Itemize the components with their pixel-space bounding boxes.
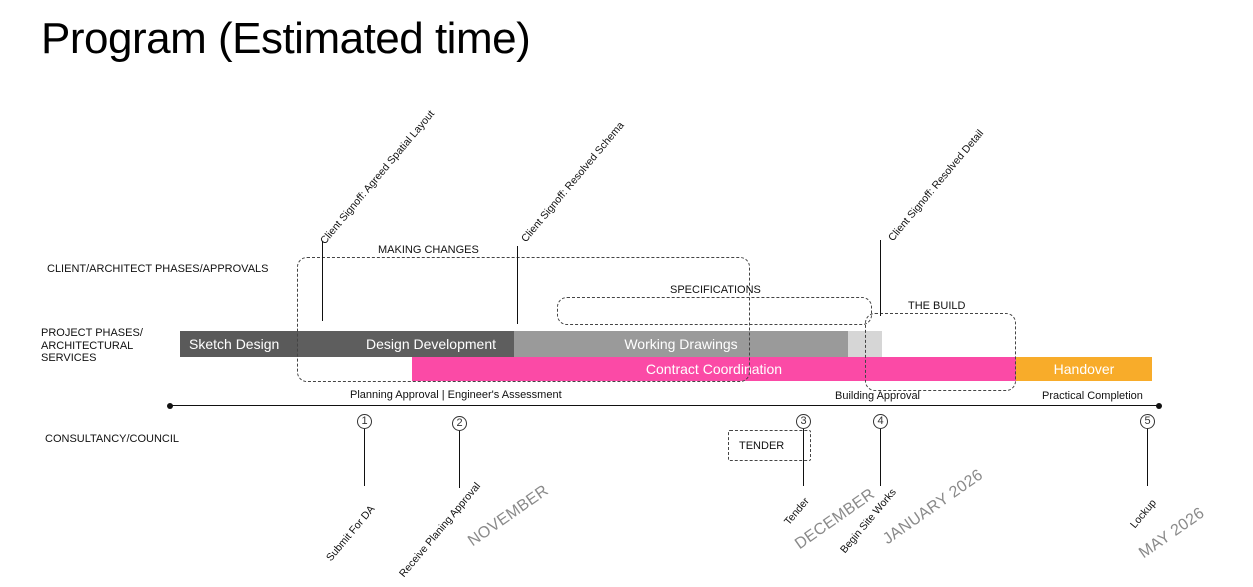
- signoff-line-1: [322, 241, 323, 321]
- phase-working-drawings-label: Working Drawings: [624, 336, 738, 352]
- milestone-5-label: Lockup: [1128, 497, 1159, 531]
- signoff-resolved-detail: Client Signoff: Resolved Detail: [886, 127, 987, 244]
- milestone-1-label: Submit For DA: [324, 503, 378, 564]
- tender-box: TENDER: [728, 430, 811, 461]
- group-making-changes-label: MAKING CHANGES: [378, 244, 479, 256]
- page-title: Program (Estimated time): [41, 14, 531, 63]
- timeline-start-dot: [167, 403, 173, 409]
- milestone-3-line: [803, 429, 804, 486]
- milestone-2-number: 2: [452, 416, 467, 431]
- milestone-5-line: [1147, 429, 1148, 486]
- phase-working-drawings: Working Drawings: [514, 331, 848, 357]
- signoff-resolved-schema: Client Signoff: Resolved Schema: [519, 119, 627, 245]
- signoff-agreed-spatial-layout: Client Signoff: Agreed Spatial Layout: [318, 108, 438, 247]
- timeline-label-practical: Practical Completion: [1042, 390, 1143, 402]
- group-the-build-label: THE BUILD: [908, 300, 966, 312]
- signoff-line-3: [880, 240, 881, 316]
- row-label-consultancy: CONSULTANCY/COUNCIL: [45, 433, 180, 445]
- group-making-changes: [297, 257, 750, 382]
- timeline-label-planning: Planning Approval | Engineer's Assessmen…: [350, 389, 562, 401]
- row-label-project-line1: PROJECT PHASES/: [41, 327, 143, 339]
- phase-design-development: Design Development: [298, 331, 514, 357]
- row-label-project-line2: ARCHITECTURAL: [41, 339, 134, 352]
- timeline-axis: [170, 405, 1160, 406]
- phase-handover: Handover: [1016, 357, 1152, 381]
- month-january-2026: JANUARY 2026: [880, 466, 987, 548]
- milestone-4-line: [880, 429, 881, 486]
- row-label-project: PROJECT PHASES/ ARCHITECTURAL SERVICES: [41, 327, 143, 365]
- group-the-build: [865, 313, 1016, 391]
- row-label-client: CLIENT/ARCHITECT PHASES/APPROVALS: [47, 263, 269, 275]
- milestone-2-line: [459, 431, 460, 488]
- phase-sketch-design-label: Sketch Design: [189, 336, 280, 352]
- milestone-4-number: 4: [873, 414, 888, 429]
- row-label-project-line3: SERVICES: [41, 352, 97, 364]
- phase-design-development-label: Design Development: [366, 336, 496, 352]
- milestone-1-line: [364, 429, 365, 486]
- milestone-1-number: 1: [357, 414, 372, 429]
- phase-sketch-design: Sketch Design: [180, 331, 298, 357]
- phase-contract-coordination: Contract Coordination: [412, 357, 1016, 381]
- group-specifications-label: SPECIFICATIONS: [670, 284, 761, 296]
- milestone-2-label: Receive Planing Approval: [397, 480, 484, 580]
- milestone-3-number: 3: [796, 414, 811, 429]
- milestone-3-label: Tender: [782, 495, 812, 528]
- group-specifications: [557, 297, 872, 325]
- timeline-end-dot: [1156, 403, 1162, 409]
- milestone-5-number: 5: [1140, 414, 1155, 429]
- timeline-label-building: Building Approval: [835, 390, 921, 402]
- phase-handover-label: Handover: [1053, 361, 1115, 377]
- signoff-line-2: [517, 246, 518, 324]
